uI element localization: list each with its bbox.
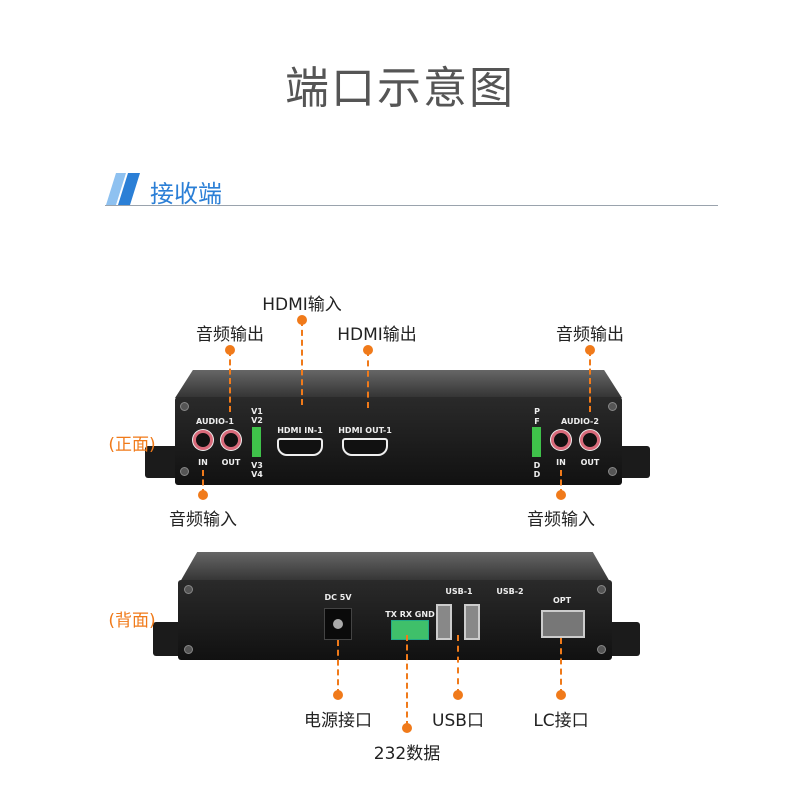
- callout-hdmi-in: HDMI输入: [262, 295, 342, 315]
- audio2-out-jack: [580, 430, 600, 450]
- screw-icon: [608, 467, 617, 476]
- hdmi-in-port: [277, 438, 323, 456]
- front-side-label: (正面): [108, 435, 156, 455]
- usb2-label: USB-2: [496, 587, 524, 596]
- in-label: IN: [198, 458, 208, 467]
- callout-dot: [453, 690, 463, 700]
- out-label: OUT: [221, 458, 241, 467]
- callout-leader-line: [560, 638, 562, 695]
- callout-leader-line: [560, 470, 562, 495]
- dc-label: DC 5V: [324, 593, 352, 602]
- callout-audio-in-1: 音频输入: [169, 510, 237, 530]
- v4-label: V4: [251, 470, 263, 479]
- callout-audio-in-2: 音频输入: [527, 510, 595, 530]
- callout-dot: [556, 690, 566, 700]
- audio2-in-jack: [551, 430, 571, 450]
- d-label: D: [533, 461, 541, 470]
- screw-icon: [608, 402, 617, 411]
- audio1-label: AUDIO-1: [196, 417, 234, 426]
- callout-audio-out-2: 音频输出: [556, 325, 624, 345]
- opt-label: OPT: [552, 596, 572, 605]
- f-label: F: [534, 417, 540, 426]
- d-label-2: D: [533, 470, 541, 479]
- callout-usb: USB口: [432, 711, 484, 731]
- v3-label: V3: [251, 461, 263, 470]
- device-top: [180, 552, 610, 582]
- callout-dot: [402, 723, 412, 733]
- status-leds: [532, 427, 541, 457]
- screw-icon: [180, 467, 189, 476]
- callout-hdmi-out: HDMI输出: [337, 325, 417, 345]
- in-label-2: IN: [556, 458, 566, 467]
- callout-leader-line: [457, 635, 459, 695]
- callout-dot: [198, 490, 208, 500]
- out-label-2: OUT: [580, 458, 600, 467]
- serial-label: TX RX GND: [385, 610, 435, 619]
- callout-rs232: 232数据: [373, 744, 441, 764]
- usb1-label: USB-1: [445, 587, 473, 596]
- p-label: P: [534, 407, 540, 416]
- screw-icon: [597, 645, 606, 654]
- device-top: [175, 370, 622, 398]
- dc-power-port: [324, 608, 352, 640]
- front-panel: [175, 397, 622, 485]
- callout-power: 电源接口: [304, 711, 372, 731]
- usb1-port-a: [436, 604, 452, 640]
- v2-label: V2: [251, 416, 263, 425]
- callout-audio-out-1: 音频输出: [196, 325, 264, 345]
- callout-dot: [556, 490, 566, 500]
- screw-icon: [597, 585, 606, 594]
- hdmi-out-label: HDMI OUT-1: [338, 426, 392, 435]
- screw-icon: [184, 585, 193, 594]
- hdmi-out-port: [342, 438, 388, 456]
- back-side-label: (背面): [108, 611, 156, 631]
- screw-icon: [180, 402, 189, 411]
- led-indicators: [252, 427, 261, 457]
- section-stripe-icon: [106, 173, 140, 205]
- section-divider: [105, 205, 718, 206]
- callout-leader-line: [406, 635, 408, 727]
- callout-leader-line: [229, 350, 231, 412]
- rs232-terminal: [391, 620, 429, 640]
- optical-lc-port: [541, 610, 585, 638]
- section-title: 接收端: [150, 180, 222, 208]
- callout-dot: [333, 690, 343, 700]
- audio2-label: AUDIO-2: [561, 417, 599, 426]
- callout-leader-line: [589, 350, 591, 412]
- callout-leader-line: [202, 470, 204, 495]
- callout-leader-line: [367, 350, 369, 408]
- audio1-in-jack: [193, 430, 213, 450]
- v1-label: V1: [251, 407, 263, 416]
- callout-leader-line: [337, 640, 339, 695]
- screw-icon: [184, 645, 193, 654]
- usb1-port-b: [464, 604, 480, 640]
- audio1-out-jack: [221, 430, 241, 450]
- hdmi-in-label: HDMI IN-1: [277, 426, 323, 435]
- page-title: 端口示意图: [285, 63, 515, 114]
- callout-lc: LC接口: [533, 711, 589, 731]
- callout-leader-line: [301, 320, 303, 405]
